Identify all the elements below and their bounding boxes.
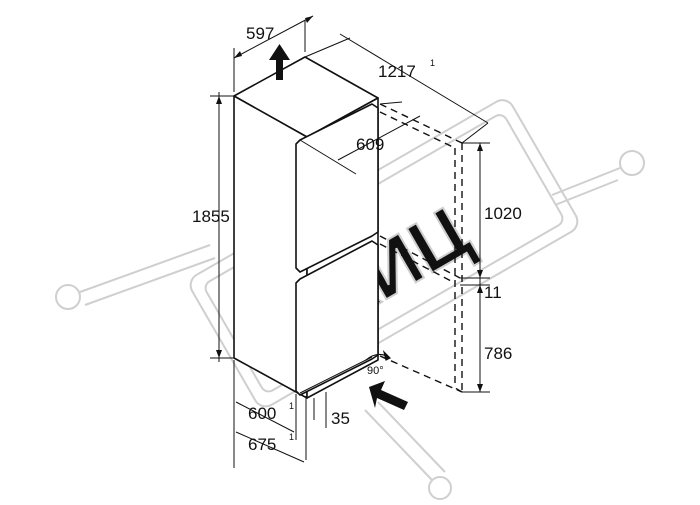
dimension-arrowheads — [216, 16, 483, 392]
dim-width-top: 597 — [246, 24, 274, 43]
watermark-dot-left — [55, 284, 81, 310]
dim-height-total: 1855 — [192, 207, 230, 226]
air-flow-arrow-icon — [369, 381, 408, 410]
door-swing-indicator — [365, 350, 392, 361]
dim-depth-door-open: 1217 — [378, 62, 416, 81]
dim-depth-door-open-note: 1 — [430, 58, 435, 68]
dim-width-bottom: 600 — [248, 404, 276, 423]
dim-depth-total-note: 1 — [289, 432, 294, 442]
dim-plinth: 35 — [331, 409, 350, 428]
dim-depth-total: 675 — [248, 435, 276, 454]
dim-lower-door-height: 786 — [484, 344, 512, 363]
dimension-lines — [210, 15, 490, 468]
up-arrow-icon — [269, 44, 290, 80]
open-door-dashed — [379, 103, 463, 393]
watermark-dot-bottom — [428, 476, 452, 500]
dim-door-width: 609 — [356, 135, 384, 154]
door-angle-label: 90° — [367, 365, 384, 377]
fridge-outline — [233, 56, 379, 399]
dim-upper-door-height: 1020 — [484, 204, 522, 223]
dim-door-gap: 11 — [484, 283, 502, 302]
dim-width-bottom-note: 1 — [289, 401, 294, 411]
watermark-dot-right — [619, 150, 645, 176]
